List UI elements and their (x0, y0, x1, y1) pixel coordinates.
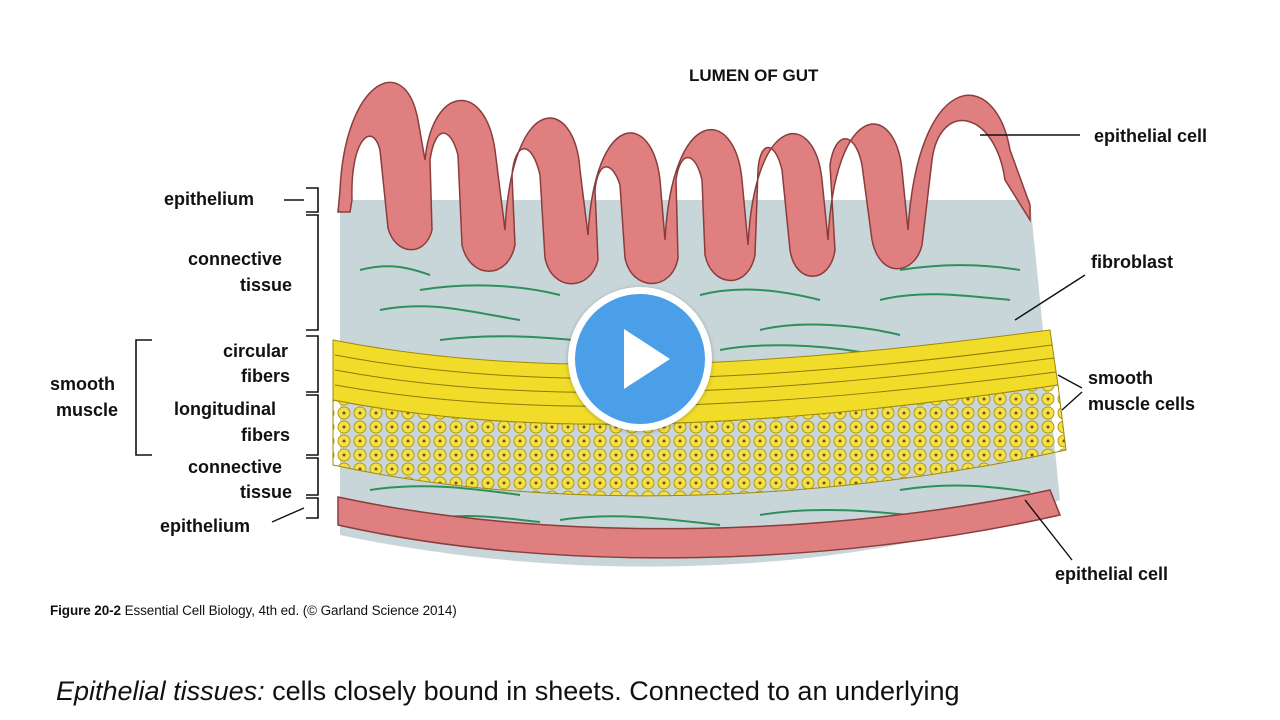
label-smooth-muscle-2: muscle (56, 400, 118, 420)
label-longitudinal-1: longitudinal (174, 399, 276, 419)
caption-figure-number: Figure 20-2 (50, 603, 121, 618)
label-longitudinal-2: fibers (241, 425, 290, 445)
label-smooth-muscle-cells-1: smooth (1088, 368, 1153, 388)
layer-brackets (135, 187, 319, 519)
body-description: cells closely bound in sheets. Connected… (264, 676, 960, 706)
label-circular-2: fibers (241, 366, 290, 386)
label-epithelial-cell-top: epithelial cell (1094, 126, 1207, 146)
figure-caption: Figure 20-2 Essential Cell Biology, 4th … (50, 603, 457, 618)
body-term: Epithelial tissues: (56, 676, 265, 706)
label-connective-bottom-2: tissue (240, 482, 292, 502)
villi-epithelium (337, 81, 1031, 285)
label-connective-top-2: tissue (240, 275, 292, 295)
label-connective-bottom-1: connective (188, 457, 282, 477)
label-connective-top-1: connective (188, 249, 282, 269)
bottom-epithelium (337, 489, 1062, 559)
label-fibroblast: fibroblast (1091, 252, 1173, 272)
label-circular-1: circular (223, 341, 288, 361)
play-icon (624, 329, 670, 389)
longitudinal-muscle-layer (332, 384, 1067, 497)
label-smooth-muscle-cells-2: muscle cells (1088, 394, 1195, 414)
label-smooth-muscle-1: smooth (50, 374, 115, 394)
label-lumen-of-gut: LUMEN OF GUT (689, 66, 819, 85)
label-epithelial-cell-bottom: epithelial cell (1055, 564, 1168, 584)
label-epithelium-bottom: epithelium (160, 516, 250, 536)
label-epithelium-top: epithelium (164, 189, 254, 209)
caption-source: Essential Cell Biology, 4th ed. (© Garla… (124, 603, 457, 618)
leader-lines (271, 134, 1086, 561)
body-text: Epithelial tissues: cells closely bound … (56, 676, 960, 707)
play-button[interactable] (568, 287, 712, 431)
